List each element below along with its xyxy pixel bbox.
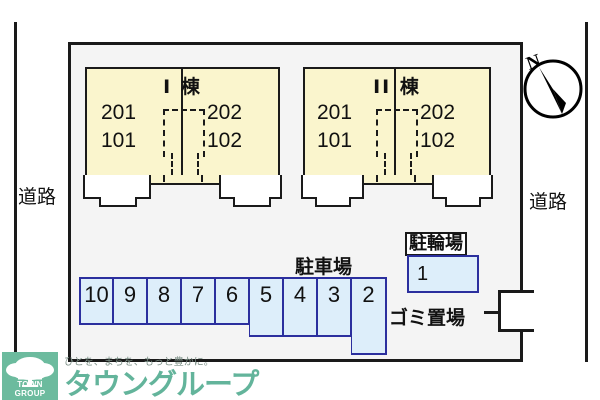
building-1-divider xyxy=(181,67,183,177)
building-1-porch-left-notch xyxy=(99,197,137,207)
parking-space-6[interactable]: 6 xyxy=(215,277,249,325)
parking-space-9[interactable]: 9 xyxy=(113,277,147,325)
building-2-stair-right-leg xyxy=(410,153,412,175)
building-1-step-tick-1 xyxy=(163,175,165,182)
building-1-stair-outline xyxy=(163,109,205,157)
garbage-area-box xyxy=(498,290,534,332)
town-group-logo: TOWN GROUP ひとを、まちを、もっと豊かに。 タウングループ xyxy=(2,352,259,400)
tree-logo-icon: TOWN GROUP xyxy=(2,352,58,400)
building-2-step-tick-2 xyxy=(414,175,416,182)
parking-space-10[interactable]: 10 xyxy=(79,277,113,325)
logo-tagline: ひとを、まちを、もっと豊かに。 xyxy=(64,357,214,368)
building-2-unit-201: 201 xyxy=(317,101,353,124)
building-2-step-tick-1 xyxy=(376,175,378,182)
building-1-title: I 棟 xyxy=(163,76,202,98)
compass-rose-icon xyxy=(522,58,584,120)
property-boundary: I 棟 201 101 202 102 II 棟 xyxy=(68,42,534,362)
building-1-unit-102: 102 xyxy=(207,129,243,152)
building-1-porch-left xyxy=(83,175,151,199)
building-2-porch-left-notch xyxy=(315,197,351,207)
parking-space-8[interactable]: 8 xyxy=(147,277,181,325)
garbage-area-label: ゴミ置場 xyxy=(389,307,466,329)
parking-space-3[interactable]: 3 xyxy=(317,277,351,337)
building-1-porch-right xyxy=(219,175,282,199)
building-2-porch-right xyxy=(432,175,493,199)
building-2: II 棟 201 101 202 102 xyxy=(301,67,493,207)
building-2-base-strip xyxy=(362,175,434,185)
logo-mark-text: TOWN GROUP xyxy=(14,380,46,398)
road-line-right xyxy=(585,22,588,362)
building-1-stair-left-leg xyxy=(171,153,173,175)
road-label-right: 道路 xyxy=(529,191,568,213)
building-2-unit-102: 102 xyxy=(420,129,456,152)
building-1-base-strip xyxy=(149,175,221,185)
building-2-unit-202: 202 xyxy=(420,101,456,124)
building-2-title: II 棟 xyxy=(373,76,421,98)
logo-text-block: ひとを、まちを、もっと豊かに。 タウングループ xyxy=(64,353,259,400)
building-1-step-tick-2 xyxy=(201,175,203,182)
building-1-unit-201: 201 xyxy=(101,101,137,124)
building-1-unit-101: 101 xyxy=(101,129,137,152)
bicycle-parking-label: 駐輪場 xyxy=(405,232,467,256)
building-1: I 棟 201 101 202 102 xyxy=(83,67,282,207)
parking-lot-label: 駐車場 xyxy=(295,256,353,278)
building-1-unit-202: 202 xyxy=(207,101,243,124)
building-1-porch-right-notch xyxy=(233,197,271,207)
parking-space-4[interactable]: 4 xyxy=(283,277,317,337)
bicycle-parking-space-1[interactable]: 1 xyxy=(407,255,479,293)
building-2-divider xyxy=(394,67,396,177)
building-2-unit-101: 101 xyxy=(317,129,353,152)
road-label-left: 道路 xyxy=(18,186,57,208)
parking-space-5[interactable]: 5 xyxy=(249,277,283,337)
building-1-stair-right-leg xyxy=(197,153,199,175)
garbage-area-leader-line xyxy=(484,311,506,314)
building-2-body xyxy=(303,67,491,177)
road-line-left xyxy=(14,22,17,362)
parking-space-2[interactable]: 2 xyxy=(351,277,387,355)
building-2-stair-outline xyxy=(376,109,418,157)
building-2-porch-left xyxy=(301,175,364,199)
building-2-stair-left-leg xyxy=(384,153,386,175)
logo-brand-name: タウングループ xyxy=(64,367,259,400)
building-2-porch-right-notch xyxy=(445,197,481,207)
parking-lot: 10 9 8 7 6 5 4 3 2 xyxy=(79,277,387,355)
parking-space-7[interactable]: 7 xyxy=(181,277,215,325)
